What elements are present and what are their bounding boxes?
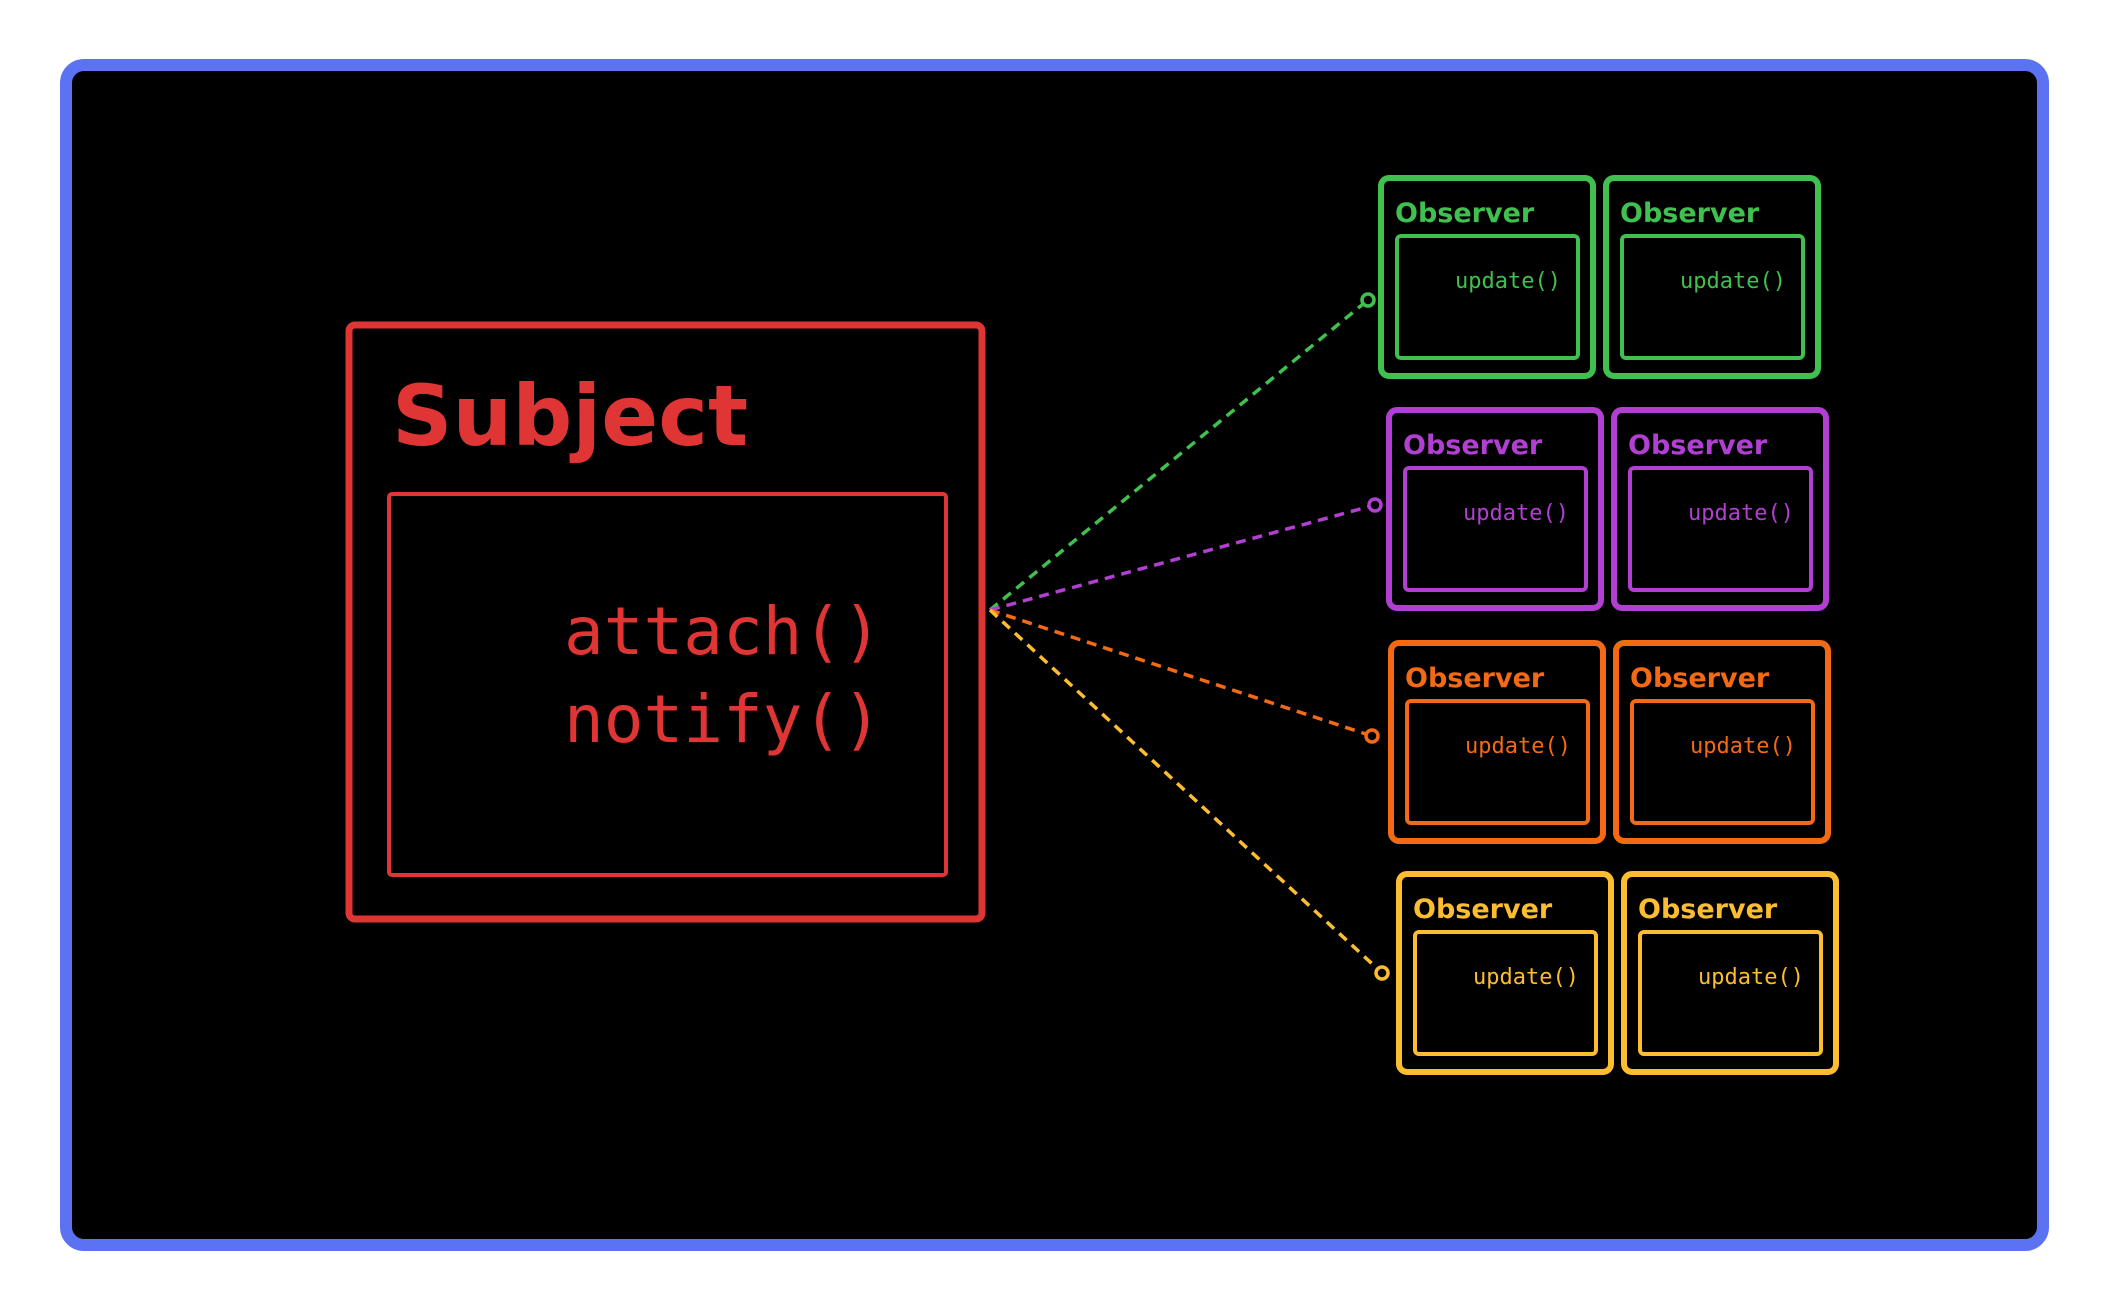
- observer-box: Observer update(): [1386, 407, 1604, 611]
- observer-methods-box: [1395, 234, 1580, 360]
- observer-outer-border: [1378, 175, 1596, 379]
- connector-line: [989, 503, 1376, 612]
- observer-outer-border: [1386, 407, 1604, 611]
- canvas-frame: [60, 59, 2049, 1251]
- observer-title: Observer: [1405, 663, 1545, 694]
- observer-title: Observer: [1638, 894, 1778, 925]
- connector-lines: [988, 292, 1390, 981]
- observer-box: Observer update(): [1388, 640, 1606, 844]
- observer-title: Observer: [1620, 198, 1760, 229]
- observer-methods-box: [1628, 466, 1813, 592]
- connector-endpoint: [1364, 728, 1380, 744]
- subject-outer-border: [345, 321, 986, 923]
- observer-title: Observer: [1628, 430, 1768, 461]
- observer-methods-box: [1630, 699, 1815, 825]
- observer-box: Observer update(): [1613, 640, 1831, 844]
- subject-methods-box: [387, 492, 948, 877]
- observer-method-update: update(): [1680, 269, 1786, 294]
- observer-title: Observer: [1630, 663, 1770, 694]
- observer-methods-box: [1620, 234, 1805, 360]
- connector-endpoint: [1367, 497, 1383, 513]
- observer-method-update: update(): [1690, 734, 1796, 759]
- subject-box: Subject attach() notify(): [345, 321, 986, 923]
- observer-outer-border: [1603, 175, 1821, 379]
- observer-title: Observer: [1403, 430, 1543, 461]
- observer-methods-box: [1405, 699, 1590, 825]
- observer-outer-border: [1611, 407, 1829, 611]
- subject-title: Subject: [392, 367, 748, 465]
- connector-line: [988, 608, 1384, 975]
- observer-method-update: update(): [1463, 501, 1569, 526]
- observer-methods-box: [1413, 930, 1598, 1056]
- observer-outer-border: [1621, 871, 1839, 1075]
- observer-outer-border: [1388, 640, 1606, 844]
- observer-method-update: update(): [1473, 965, 1579, 990]
- observer-title: Observer: [1395, 198, 1535, 229]
- observer-method-update: update(): [1465, 734, 1571, 759]
- subject-method-notify: notify(): [564, 681, 882, 758]
- observer-grid: Observerupdate()Observerupdate()Observer…: [1378, 175, 1839, 1075]
- connector-endpoint: [1360, 292, 1376, 308]
- observer-outer-border: [1396, 871, 1614, 1075]
- observer-box: Observer update(): [1396, 871, 1614, 1075]
- observer-box: Observer update(): [1611, 407, 1829, 611]
- connector-line: [988, 298, 1370, 612]
- connector-endpoint: [1374, 965, 1390, 981]
- observer-box: Observer update(): [1378, 175, 1596, 379]
- observer-outer-border: [1613, 640, 1831, 844]
- observer-methods-box: [1638, 930, 1823, 1056]
- subject-method-attach: attach(): [564, 593, 882, 670]
- observer-title: Observer: [1413, 894, 1553, 925]
- observer-method-update: update(): [1698, 965, 1804, 990]
- observer-box: Observer update(): [1621, 871, 1839, 1075]
- observer-box: Observer update(): [1603, 175, 1821, 379]
- observer-method-update: update(): [1688, 501, 1794, 526]
- observer-methods-box: [1403, 466, 1588, 592]
- observer-method-update: update(): [1455, 269, 1561, 294]
